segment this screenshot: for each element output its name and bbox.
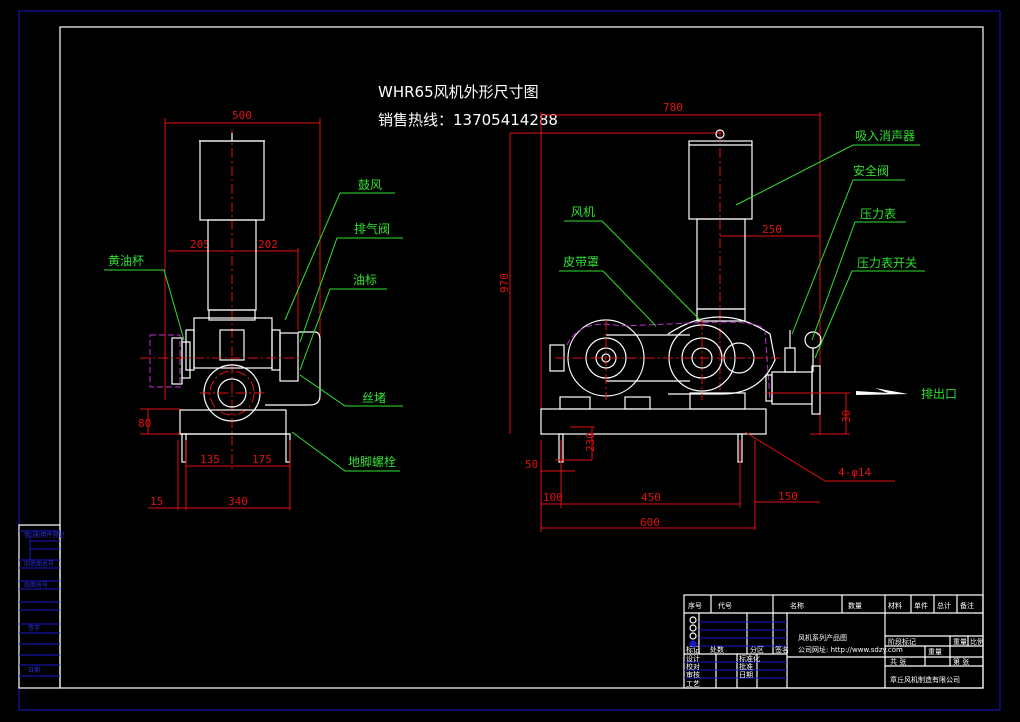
dim-base-foot: 230 <box>584 432 597 452</box>
label-outlet: 排出口 <box>921 387 957 401</box>
left-row-label: 设计 <box>686 654 700 663</box>
label-oil-gauge: 油标 <box>353 273 377 287</box>
label-blower: 鼓风 <box>358 178 382 192</box>
left-row-label: 日期 <box>739 671 753 679</box>
strip-label: 借(通)用件登记 <box>24 531 65 539</box>
dim-silencer-offset: 250 <box>762 223 782 236</box>
mid-row-label: 签名 <box>775 645 789 654</box>
mid-row-label: 处数 <box>710 645 724 654</box>
label-belt-guard: 皮带罩 <box>563 255 599 269</box>
company-name: 章丘风机制造有限公司 <box>890 675 960 684</box>
header-cell: 总计 <box>937 601 951 610</box>
strip-label: 日期 <box>28 666 40 674</box>
dim-bolt-span: 450 <box>641 491 661 504</box>
strip-label: 签字 <box>28 624 40 632</box>
dim-left-offset: 205 <box>190 238 210 251</box>
dim-base-width: 340 <box>228 495 248 508</box>
dim-right-offset: 202 <box>258 238 278 251</box>
dim-height: 970 <box>498 273 511 293</box>
right-cell: 共 张 <box>890 657 906 666</box>
label-side-blower: 风机 <box>571 205 595 219</box>
weight-label: 重量 <box>928 648 942 656</box>
dim-bolt-left: 135 <box>200 453 220 466</box>
dim-edge: 15 <box>150 495 163 508</box>
left-row-label: 校对 <box>686 662 700 671</box>
header-cell: 材料 <box>888 601 902 610</box>
mid-row-label: 标记 <box>686 645 700 654</box>
outlet-arrow-icon <box>856 388 908 395</box>
label-safety-valve: 安全阀 <box>853 163 889 178</box>
label-pressure-gauge: 压力表 <box>860 207 896 221</box>
header-cell: 代号 <box>718 601 732 610</box>
label-plug: 丝堵 <box>362 391 386 405</box>
title-block: 序号 代号 名称 数量 材料 单件 总计 备注 标记 处数 分区 签名 设计 校… <box>683 594 984 689</box>
header-cell: 单件 <box>914 601 928 610</box>
label-anchor-bolt: 地脚螺栓 <box>348 454 396 469</box>
front-view: 500 205 202 80 <box>104 109 403 510</box>
left-row-label: 工艺 <box>686 680 700 688</box>
sales-hotline: 销售热线：13705414288 <box>378 111 558 129</box>
right-cell: 第 张 <box>953 657 969 666</box>
label-oil-cup: 黄油杯 <box>108 254 144 268</box>
product-line: 风机系列产品图 <box>798 633 847 642</box>
left-row-label: 标准化 <box>739 654 760 663</box>
left-row-label: 审核 <box>686 670 700 679</box>
dim-base-length: 600 <box>640 516 660 529</box>
dim-bolt-right: 175 <box>252 453 272 466</box>
inner-frame <box>59 26 984 689</box>
dim-outlet-height: 30 <box>840 410 853 423</box>
dim-overall-width: 500 <box>232 109 252 122</box>
strip-label: 底图总号 <box>24 581 48 589</box>
mid-row-label: 分区 <box>750 645 764 654</box>
dim-foot-offset: 50 <box>525 458 538 471</box>
dim-overall-length: 780 <box>663 101 683 114</box>
drawing-title: WHR65风机外形尺寸图 <box>378 83 539 101</box>
header-cell: 序号 <box>688 601 702 610</box>
label-gauge-switch: 压力表开关 <box>857 256 917 270</box>
outer-frame <box>18 10 1001 711</box>
right-cell: 阶段标记 <box>888 637 916 646</box>
dim-base-height: 80 <box>138 417 151 430</box>
right-cell: 比例 <box>970 637 984 646</box>
dim-edge-right: 150 <box>778 490 798 503</box>
header-cell: 数量 <box>848 601 862 610</box>
strip-label: 旧底图总号 <box>24 560 54 568</box>
label-exhaust-valve: 排气阀 <box>354 221 390 236</box>
dim-holes: 4-φ14 <box>838 466 871 479</box>
left-side-strip: 借(通)用件登记 旧底图总号 底图总号 签字 日期 <box>18 524 65 689</box>
dim-edge-left: 100 <box>543 491 563 504</box>
header-cell: 备注 <box>960 601 974 610</box>
right-cell: 重量 <box>953 638 967 646</box>
left-row-label: 批准 <box>739 662 753 671</box>
company-website: 公司网址: http://www.sdzy.com <box>798 645 903 654</box>
header-cell: 名称 <box>790 601 804 610</box>
label-inlet-silencer: 吸入消声器 <box>855 129 915 143</box>
side-view: 780 970 250 <box>498 101 957 532</box>
